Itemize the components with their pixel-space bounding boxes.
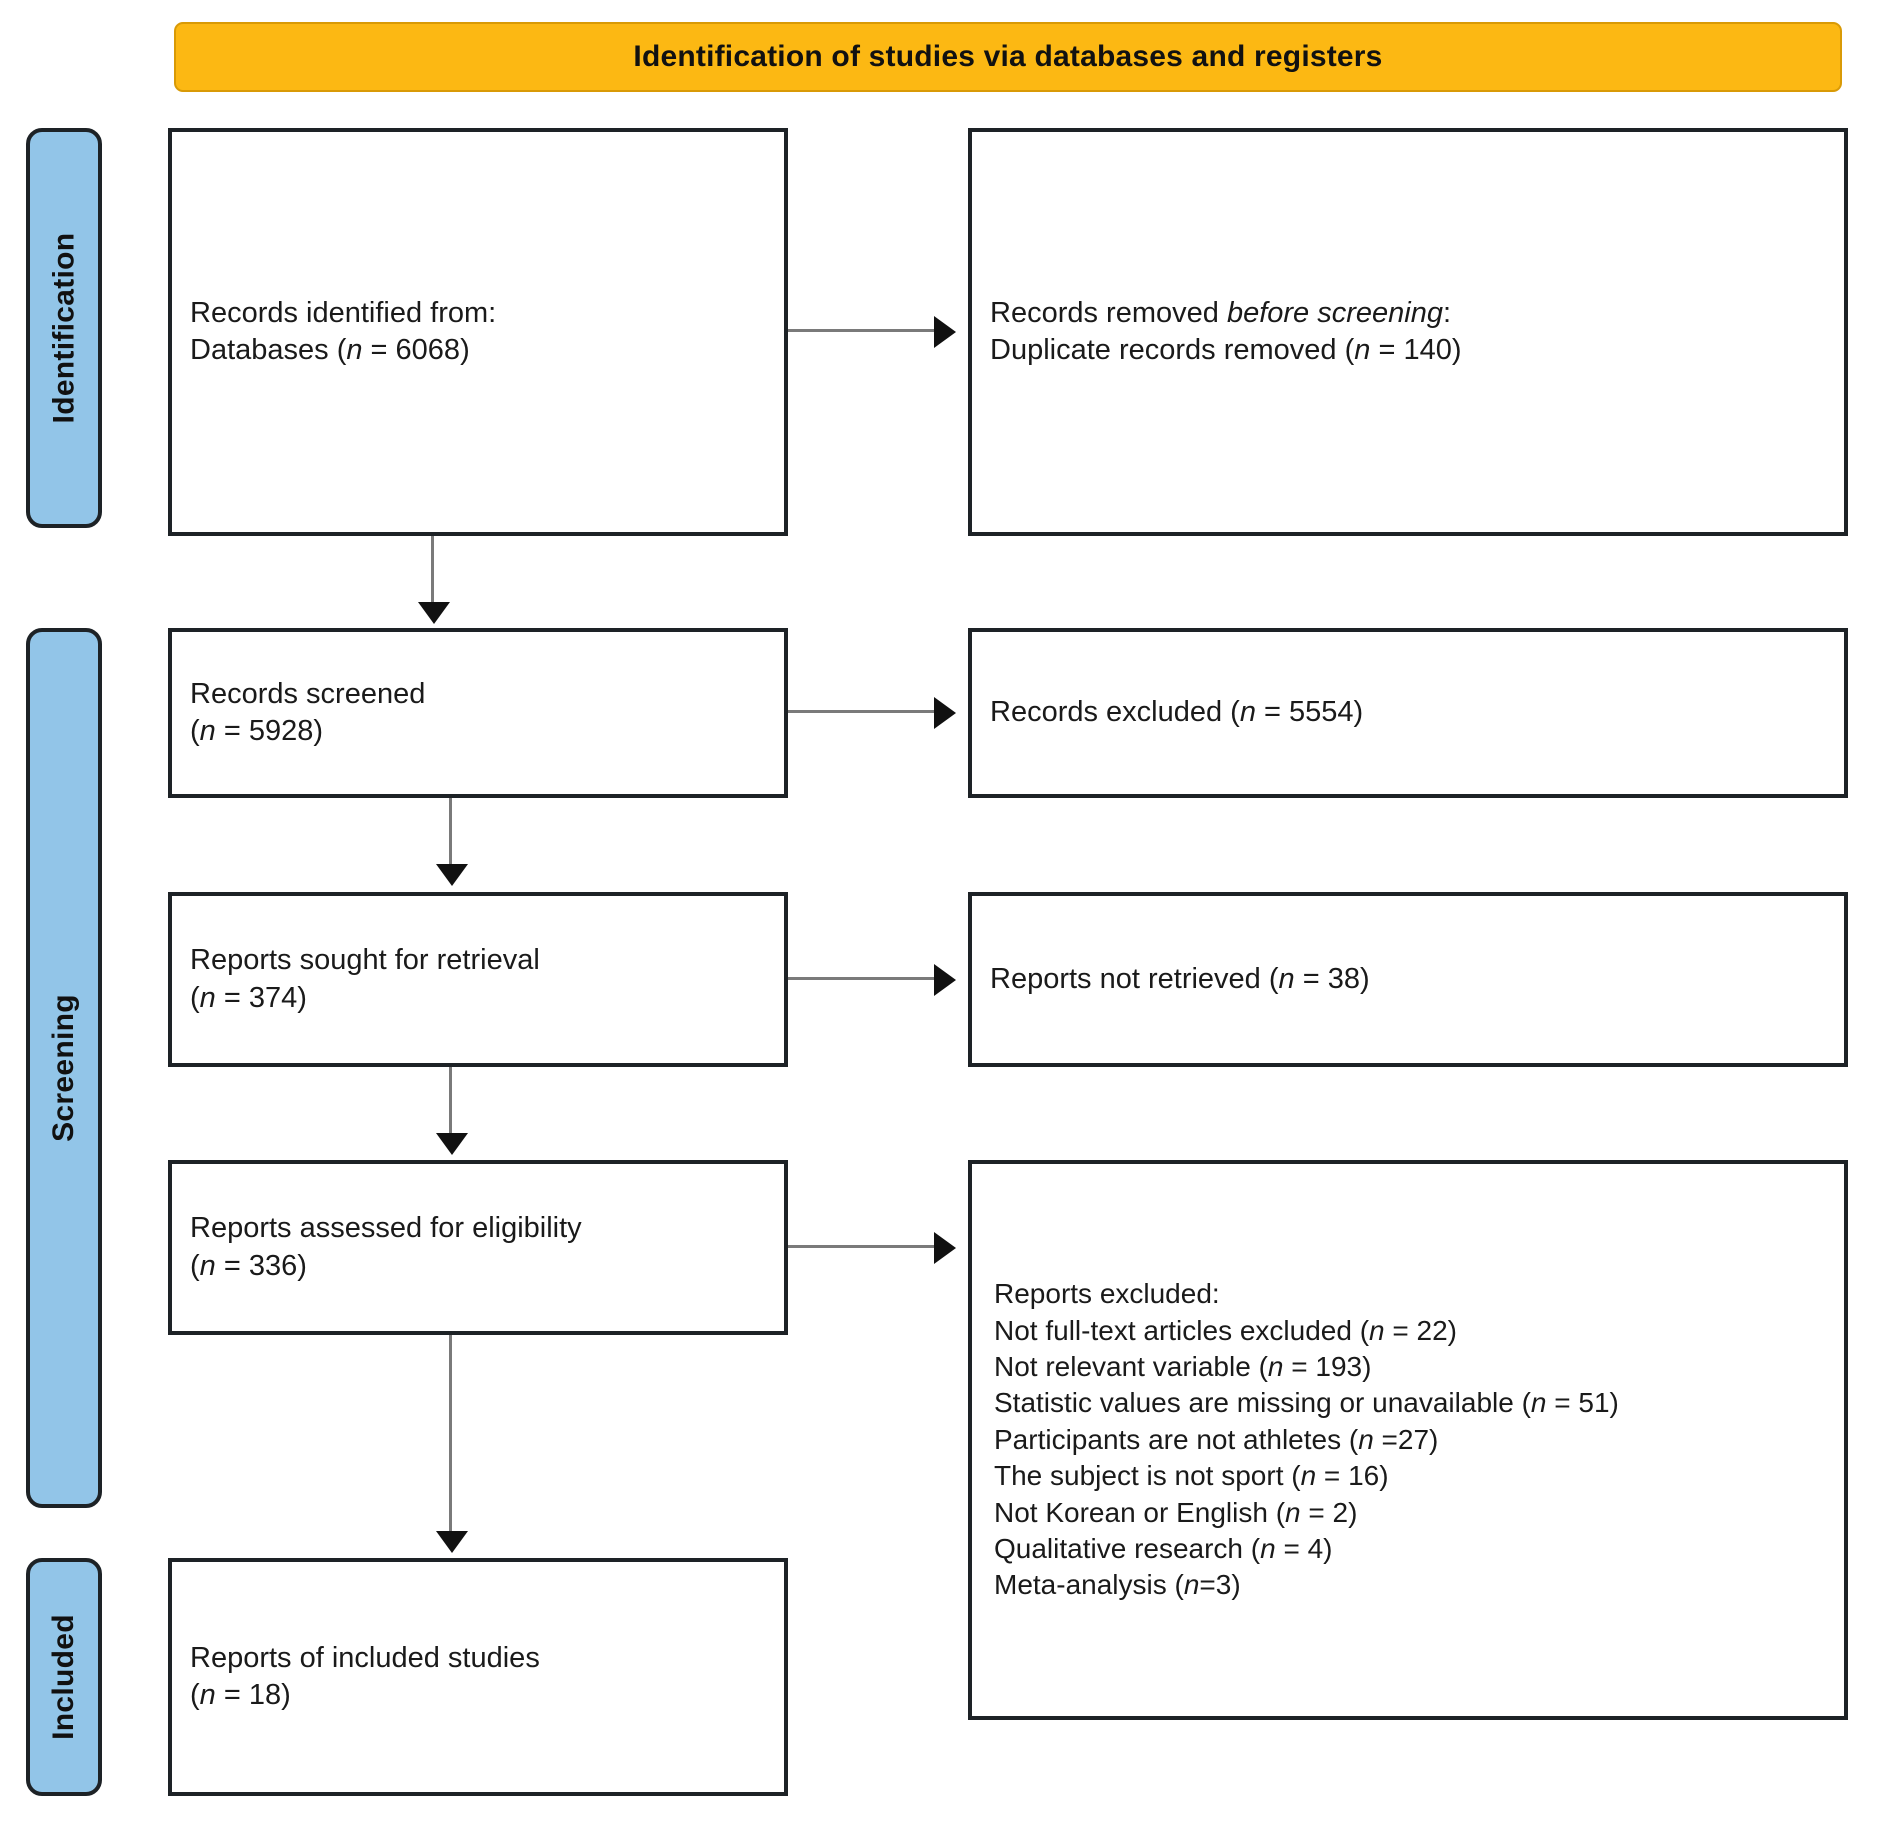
stage-label-identification: Identification [47,232,80,424]
reports-excluded-item: Participants are not athletes (n =27) [994,1423,1439,1455]
reports-assessed-line-2: (n = 336) [190,1249,307,1282]
stage-bar-identification: Identification [26,128,102,528]
reports-excluded-item: Not Korean or English (n = 2) [994,1496,1358,1528]
stage-bar-included: Included [26,1558,102,1796]
box-records-excluded: Records excluded (n = 5554) [968,628,1848,798]
reports-not-retrieved-line-1: Reports not retrieved (n = 38) [990,962,1370,995]
connector-assessed-to-included [449,1335,452,1535]
included-studies-line-2: (n = 18) [190,1679,291,1711]
records-removed-line-2: Duplicate records removed (n = 140) [990,334,1462,366]
records-identified-line-2: Databases (n = 6068) [190,334,470,366]
box-reports-not-retrieved: Reports not retrieved (n = 38) [968,892,1848,1067]
connector-sought-to-assessed [449,1067,452,1137]
box-reports-assessed: Reports assessed for eligibility (n = 33… [168,1160,788,1335]
arrowhead-right-icon [934,1232,956,1264]
reports-excluded-item: Not relevant variable (n = 193) [994,1351,1372,1383]
connector-screened-to-excluded [788,710,938,713]
stage-label-included: Included [47,1614,80,1740]
stage-label-screening: Screening [47,994,80,1142]
records-screened-line-1: Records screened [190,677,426,710]
connector-sought-to-not-retrieved [788,977,938,980]
arrowhead-right-icon [934,964,956,996]
records-excluded-line-1: Records excluded (n = 5554) [990,696,1364,729]
records-identified-line-1: Records identified from: [190,296,497,329]
stage-bar-screening: Screening [26,628,102,1508]
records-removed-line-1: Records removed before screening: [990,296,1452,329]
connector-identified-to-screened [431,536,434,606]
arrowhead-down-icon [436,1531,468,1553]
box-records-screened: Records screened (n = 5928) [168,628,788,798]
diagram-header-banner: Identification of studies via databases … [174,22,1842,92]
reports-assessed-line-1: Reports assessed for eligibility [190,1212,582,1245]
box-reports-sought: Reports sought for retrieval (n = 374) [168,892,788,1067]
reports-excluded-item: The subject is not sport (n = 16) [994,1460,1389,1492]
arrowhead-down-icon [436,864,468,886]
reports-sought-line-2: (n = 374) [190,981,307,1014]
reports-excluded-item: Not full-text articles excluded (n = 22) [994,1314,1458,1346]
reports-excluded-item: Statistic values are missing or unavaila… [994,1387,1619,1419]
included-studies-line-1: Reports of included studies [190,1641,540,1674]
reports-sought-line-1: Reports sought for retrieval [190,944,540,977]
arrowhead-down-icon [418,602,450,624]
box-included-studies: Reports of included studies (n = 18) [168,1558,788,1796]
box-records-removed: Records removed before screening: Duplic… [968,128,1848,536]
diagram-title: Identification of studies via databases … [633,40,1383,73]
connector-assessed-to-excluded-list [788,1245,938,1248]
reports-excluded-item: Meta-analysis (n=3) [994,1569,1241,1601]
arrowhead-right-icon [934,316,956,348]
box-reports-excluded-list: Reports excluded: Not full-text articles… [968,1160,1848,1720]
reports-excluded-item: Qualitative research (n = 4) [994,1532,1333,1564]
reports-excluded-heading: Reports excluded: [994,1278,1220,1310]
connector-identified-to-removed [788,329,938,332]
arrowhead-right-icon [934,697,956,729]
box-records-identified: Records identified from: Databases (n = … [168,128,788,536]
records-screened-line-2: (n = 5928) [190,715,324,747]
connector-screened-to-sought [449,798,452,868]
arrowhead-down-icon [436,1133,468,1155]
